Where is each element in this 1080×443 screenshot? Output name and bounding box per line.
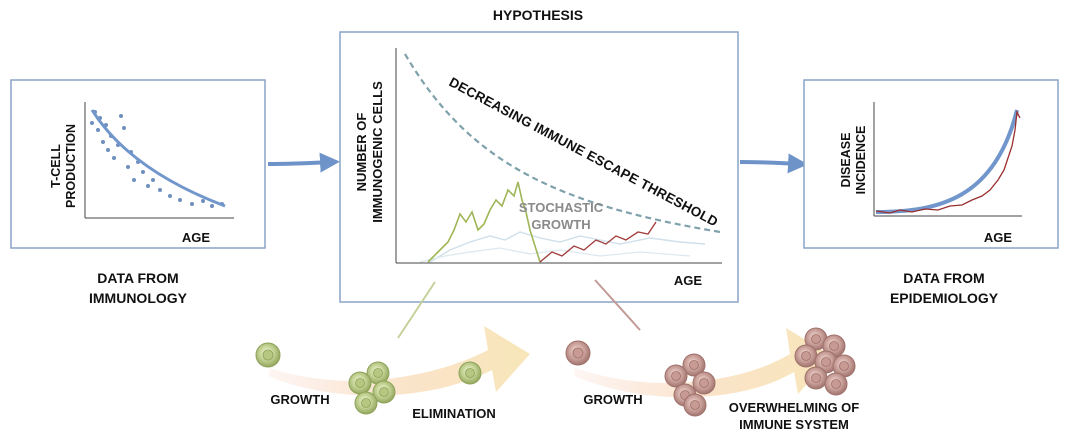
epidemiology-caption-1: DATA FROM — [903, 270, 984, 286]
overwhelm-label-2: IMMUNE SYSTEM — [739, 417, 849, 432]
overwhelming-process: GROWTH OVERWHELMING OF IMMUNE SYSTEM — [565, 327, 860, 432]
immunology-trend-line — [90, 109, 226, 208]
epidemiology-data-line — [875, 109, 1021, 214]
red-swoosh-arrow — [574, 328, 832, 398]
red-pointer-line — [594, 279, 641, 331]
immunology-ylabel-1: T-CELL — [49, 144, 63, 188]
overwhelm-label-1: OVERWHELMING OF — [729, 400, 860, 415]
hypothesis-title: HYPOTHESIS — [493, 7, 583, 23]
epidemiology-trend-line — [875, 109, 1019, 214]
threshold-curve — [404, 53, 721, 234]
red-single-cell — [565, 340, 591, 366]
epidemiology-xlabel: AGE — [984, 230, 1013, 245]
green-single-cell — [255, 342, 281, 368]
elimination-label: ELIMINATION — [412, 406, 496, 421]
green-stochastic-path — [427, 181, 541, 263]
arrow-to-hypothesis — [267, 152, 340, 173]
epidemiology-frame — [803, 79, 1059, 249]
immunology-caption-2: IMMUNOLOGY — [89, 290, 188, 306]
hypothesis-ylabel-1: NUMBER OF — [354, 113, 369, 192]
immunology-xlabel: AGE — [182, 230, 211, 245]
epidemiology-ylabel-1: DISEASE — [839, 133, 853, 188]
red-growth-label: GROWTH — [583, 392, 642, 407]
green-pointer-line — [397, 281, 436, 339]
green-remaining-cell — [458, 361, 482, 385]
arrow-to-epidemiology — [739, 153, 808, 174]
hypothesis-xlabel: AGE — [674, 273, 703, 288]
stochastic-label-2: GROWTH — [531, 217, 590, 232]
red-cell-cluster — [664, 353, 716, 417]
immunology-ylabel-2: PRODUCTION — [64, 124, 78, 208]
epidemiology-caption-2: EPIDEMIOLOGY — [890, 290, 999, 306]
red-large-cluster — [794, 327, 856, 396]
green-cell-cluster — [348, 361, 396, 415]
red-stochastic-path — [539, 221, 657, 263]
background-trace-2 — [419, 247, 691, 263]
background-trace-1 — [429, 231, 706, 263]
epidemiology-ylabel-2: INCIDENCE — [854, 126, 868, 195]
elimination-process: GROWTH ELIMINATION — [255, 326, 530, 421]
hypothesis-ylabel-2: IMMUNOGENIC CELLS — [370, 81, 385, 223]
stochastic-label-1: STOCHASTIC — [519, 200, 604, 215]
immunology-caption-1: DATA FROM — [97, 270, 178, 286]
epidemiology-panel: DISEASE INCIDENCE AGE — [803, 79, 1059, 249]
hypothesis-panel: NUMBER OF IMMUNOGENIC CELLS DECREASING I… — [339, 31, 739, 303]
hypothesis-frame — [339, 31, 739, 303]
immunology-panel: T-CELL PRODUCTION AGE — [10, 79, 266, 249]
green-growth-label: GROWTH — [270, 392, 329, 407]
